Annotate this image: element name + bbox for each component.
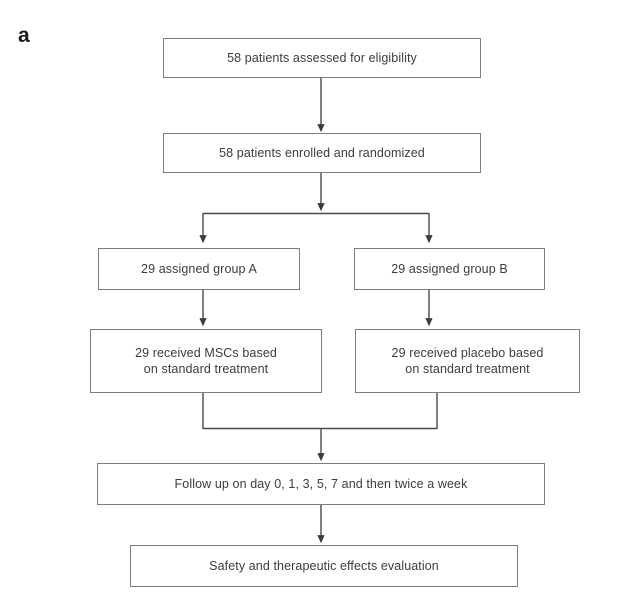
node-follow-up: Follow up on day 0, 1, 3, 5, 7 and then … — [97, 463, 545, 505]
node-treatment-a-line1: 29 received MSCs based — [135, 345, 277, 360]
node-treatment-b-line1: 29 received placebo based — [391, 345, 544, 360]
node-evaluation: Safety and therapeutic effects evaluatio… — [130, 545, 518, 587]
panel-label-a: a — [18, 24, 30, 47]
node-group-a-label: 29 assigned group A — [141, 261, 257, 276]
node-evaluation-label: Safety and therapeutic effects evaluatio… — [209, 558, 439, 573]
node-treatment-a-line2: on standard treatment — [143, 362, 269, 376]
node-enrolled-label: 58 patients enrolled and randomized — [219, 145, 425, 160]
node-assessed-label: 58 patients assessed for eligibility — [227, 50, 417, 65]
node-group-b-label: 29 assigned group B — [391, 261, 508, 276]
node-follow-up-label: Follow up on day 0, 1, 3, 5, 7 and then … — [174, 476, 468, 491]
node-group-a: 29 assigned group A — [98, 248, 300, 290]
node-treatment-a: 29 received MSCs based on standard treat… — [90, 329, 322, 393]
node-enrolled: 58 patients enrolled and randomized — [163, 133, 481, 173]
node-treatment-b-text: 29 received placebo based on standard tr… — [362, 345, 573, 378]
node-assessed: 58 patients assessed for eligibility — [163, 38, 481, 78]
node-treatment-b: 29 received placebo based on standard tr… — [355, 329, 580, 393]
connector-merge-bar — [202, 393, 438, 430]
node-treatment-a-text: 29 received MSCs based on standard treat… — [97, 345, 315, 378]
node-group-b: 29 assigned group B — [354, 248, 545, 290]
node-treatment-b-line2: on standard treatment — [405, 362, 530, 376]
